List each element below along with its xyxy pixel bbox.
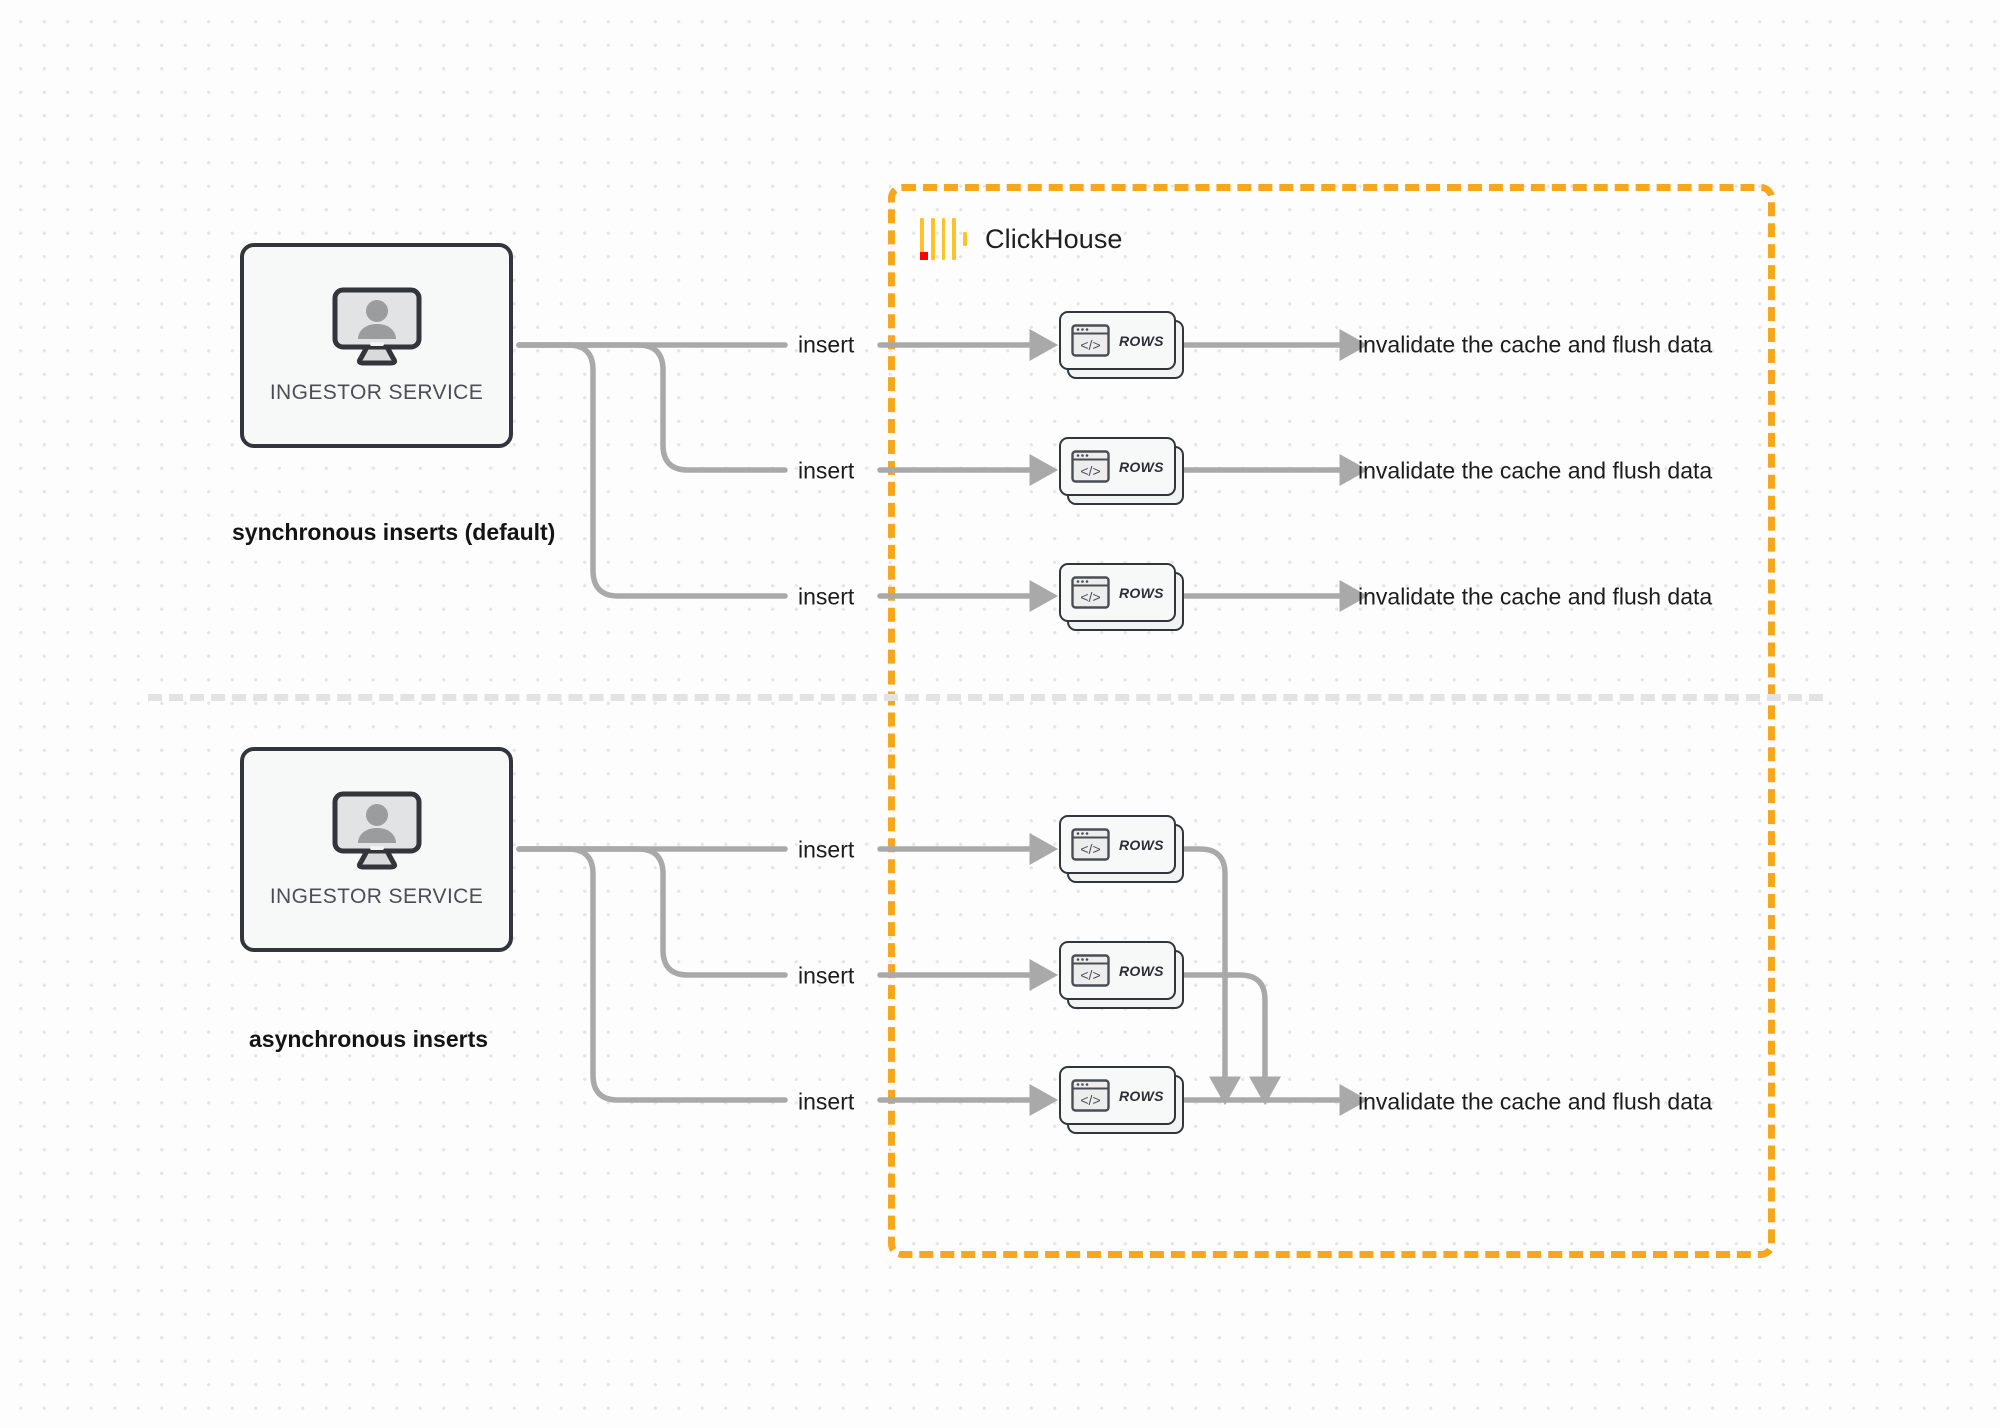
code-window-icon: </> (1071, 954, 1110, 987)
rows-card-front-layer: </> ROWS (1059, 1066, 1176, 1125)
code-window-icon: </> (1071, 324, 1110, 357)
ingestor-service-label: INGESTOR SERVICE (269, 884, 484, 908)
caption-synchronous: synchronous inserts (default) (232, 519, 556, 545)
rows-card-async-3[interactable]: </> ROWS (1059, 1066, 1184, 1134)
svg-text:</>: </> (1080, 589, 1100, 605)
svg-text:</>: </> (1080, 337, 1100, 353)
svg-text:</>: </> (1080, 841, 1100, 857)
rows-card-label: ROWS (1119, 962, 1164, 979)
rows-card-sync-1[interactable]: </> ROWS (1059, 311, 1184, 379)
clickhouse-label: ClickHouse (985, 223, 1123, 254)
rows-card-label: ROWS (1119, 458, 1164, 475)
clickhouse-brand: ClickHouse (920, 218, 1123, 260)
rows-card-label: ROWS (1119, 836, 1164, 853)
insert-label-async-1: insert (798, 836, 855, 863)
insert-label-sync-3: insert (798, 583, 855, 610)
code-window-icon: </> (1071, 1079, 1110, 1112)
ingestor-service-async[interactable]: INGESTOR SERVICE (240, 747, 513, 952)
clickhouse-logo-icon (920, 218, 967, 260)
rows-card-front-layer: </> ROWS (1059, 563, 1176, 622)
code-window-icon: </> (1071, 576, 1110, 609)
insert-label-sync-2: insert (798, 457, 855, 484)
svg-text:</>: </> (1080, 463, 1100, 479)
caption-asynchronous: asynchronous inserts (249, 1026, 489, 1052)
monitor-user-icon (332, 287, 421, 365)
rows-card-front-layer: </> ROWS (1059, 311, 1176, 370)
rows-card-label: ROWS (1119, 1087, 1164, 1104)
rows-card-front-layer: </> ROWS (1059, 815, 1176, 874)
rows-card-async-2[interactable]: </> ROWS (1059, 941, 1184, 1009)
flush-label-sync-1: invalidate the cache and flush data (1358, 331, 1713, 358)
code-window-icon: </> (1071, 450, 1110, 483)
section-divider (148, 694, 1823, 701)
rows-card-sync-2[interactable]: </> ROWS (1059, 437, 1184, 505)
flush-label-sync-2: invalidate the cache and flush data (1358, 457, 1713, 484)
rows-card-front-layer: </> ROWS (1059, 437, 1176, 496)
insert-label-sync-1: insert (798, 331, 855, 358)
flush-label-async: invalidate the cache and flush data (1358, 1088, 1713, 1115)
rows-card-label: ROWS (1119, 332, 1164, 349)
svg-text:</>: </> (1080, 967, 1100, 983)
ingestor-service-sync[interactable]: INGESTOR SERVICE (240, 243, 513, 448)
rows-card-async-1[interactable]: </> ROWS (1059, 815, 1184, 883)
flush-label-sync-3: invalidate the cache and flush data (1358, 583, 1713, 610)
svg-text:</>: </> (1080, 1092, 1100, 1108)
clickhouse-boundary (888, 184, 1775, 1258)
code-window-icon: </> (1071, 828, 1110, 861)
rows-card-front-layer: </> ROWS (1059, 941, 1176, 1000)
rows-card-sync-3[interactable]: </> ROWS (1059, 563, 1184, 631)
monitor-user-icon (332, 791, 421, 869)
insert-label-async-2: insert (798, 962, 855, 989)
insert-label-async-3: insert (798, 1088, 855, 1115)
ingestor-service-label: INGESTOR SERVICE (269, 380, 484, 404)
rows-card-label: ROWS (1119, 584, 1164, 601)
